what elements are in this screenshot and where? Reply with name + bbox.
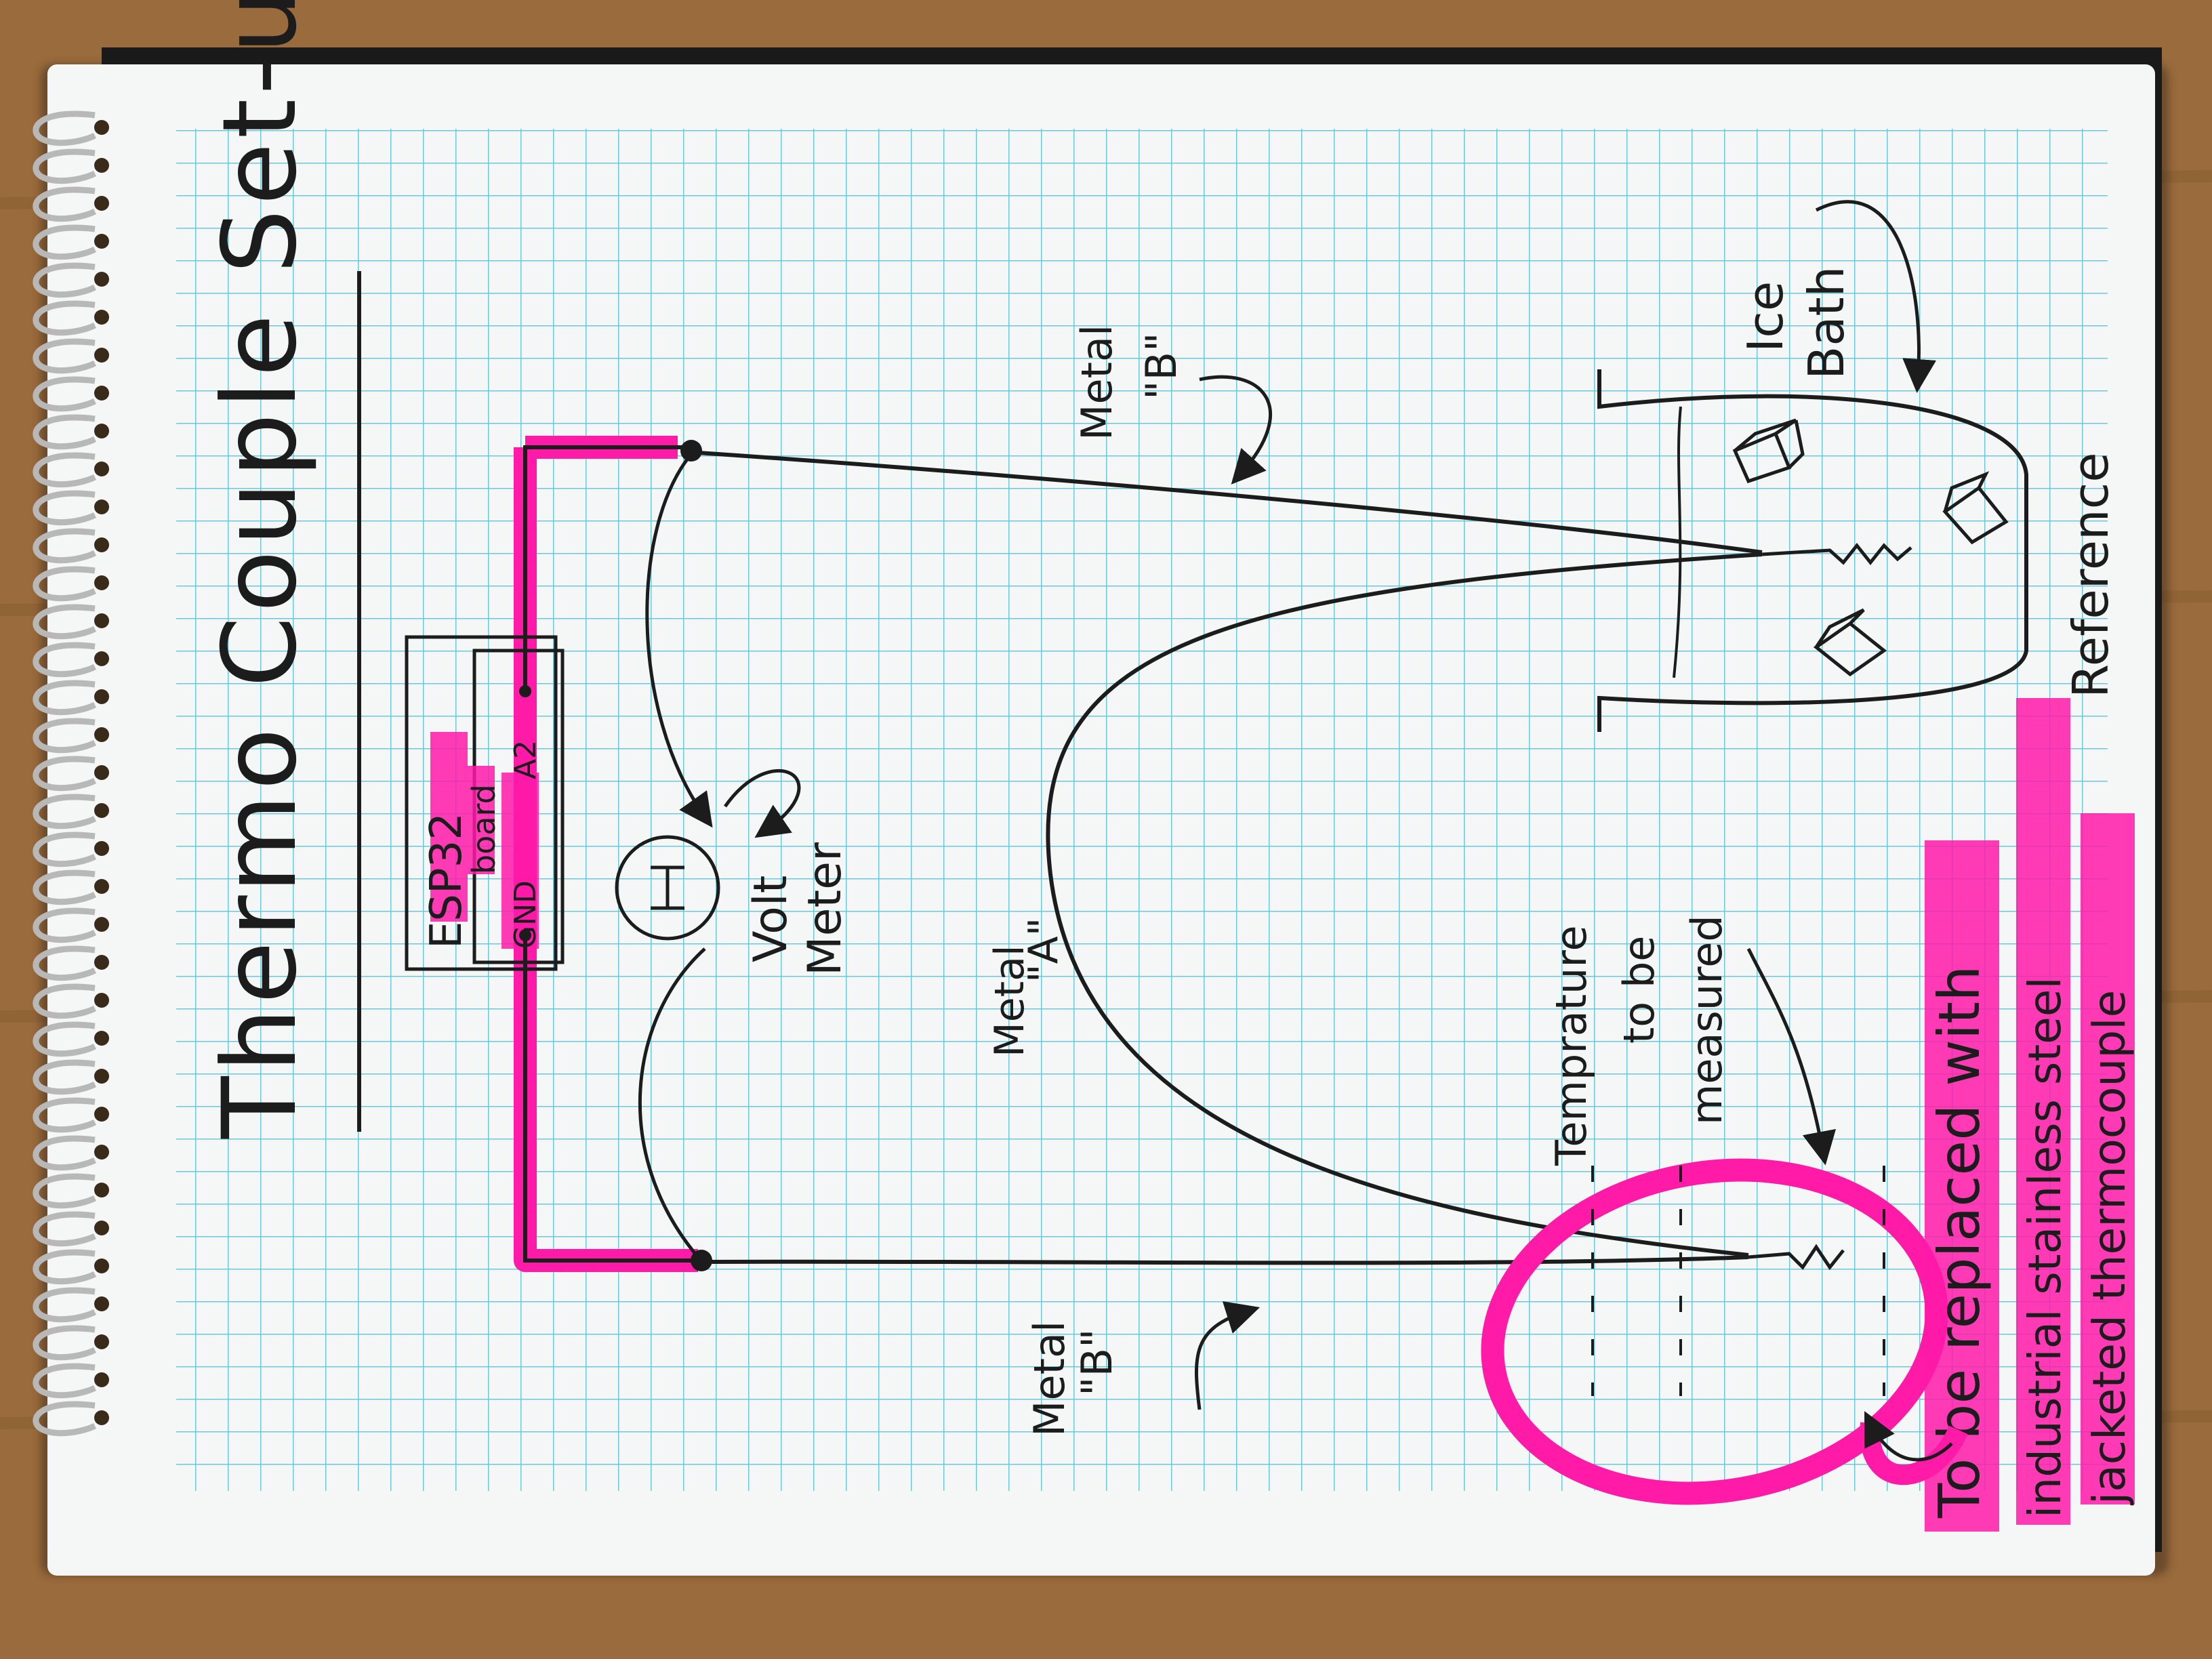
reference-label: Reference <box>2062 452 2119 698</box>
esp32-board: ESP32 board GND A2 <box>405 436 698 1272</box>
metal-b-top-label-1: Metal <box>1072 325 1122 441</box>
note-line-1: To be replaced with <box>1926 966 1992 1519</box>
ice-cube-icon <box>1732 418 2009 677</box>
metal-a-label-2: "A" <box>1020 918 1067 983</box>
ice-bath-label-1: Ice <box>1737 281 1794 352</box>
voltmeter-label-line1: Volt <box>744 876 798 962</box>
a2-pin-label: A2 <box>508 740 543 779</box>
voltmeter: Volt Meter <box>615 453 852 1258</box>
spiral-binding <box>33 110 109 1437</box>
metal-b-bottom-label-2: "B" <box>1072 1328 1122 1396</box>
ice-bath-label-2: Bath <box>1798 266 1855 380</box>
esp32-label: ESP32 <box>422 813 472 949</box>
note-line-3: jacketed thermocouple <box>2083 990 2135 1506</box>
page-title: Thermo Couple Set-up <box>201 0 319 1139</box>
thermocouple-wires <box>680 440 1912 1271</box>
temperature-label-3: measured <box>1682 915 1732 1125</box>
replacement-note: To be replaced with industrial stainless… <box>1860 698 2135 1532</box>
board-label: board <box>466 784 502 874</box>
metal-b-bottom-label-1: Metal <box>1025 1321 1074 1437</box>
note-line-2: industrial stainless steel <box>2019 977 2071 1518</box>
metal-b-top-label-2: "B" <box>1136 332 1186 400</box>
temperature-label-1: Temprature <box>1547 925 1596 1166</box>
metal-a-label-1: Metal <box>986 945 1033 1057</box>
voltmeter-label-line2: Meter <box>798 842 852 976</box>
temperature-label-2: to be <box>1614 936 1664 1044</box>
ice-bath: Ice Bath Reference <box>1597 200 2119 732</box>
